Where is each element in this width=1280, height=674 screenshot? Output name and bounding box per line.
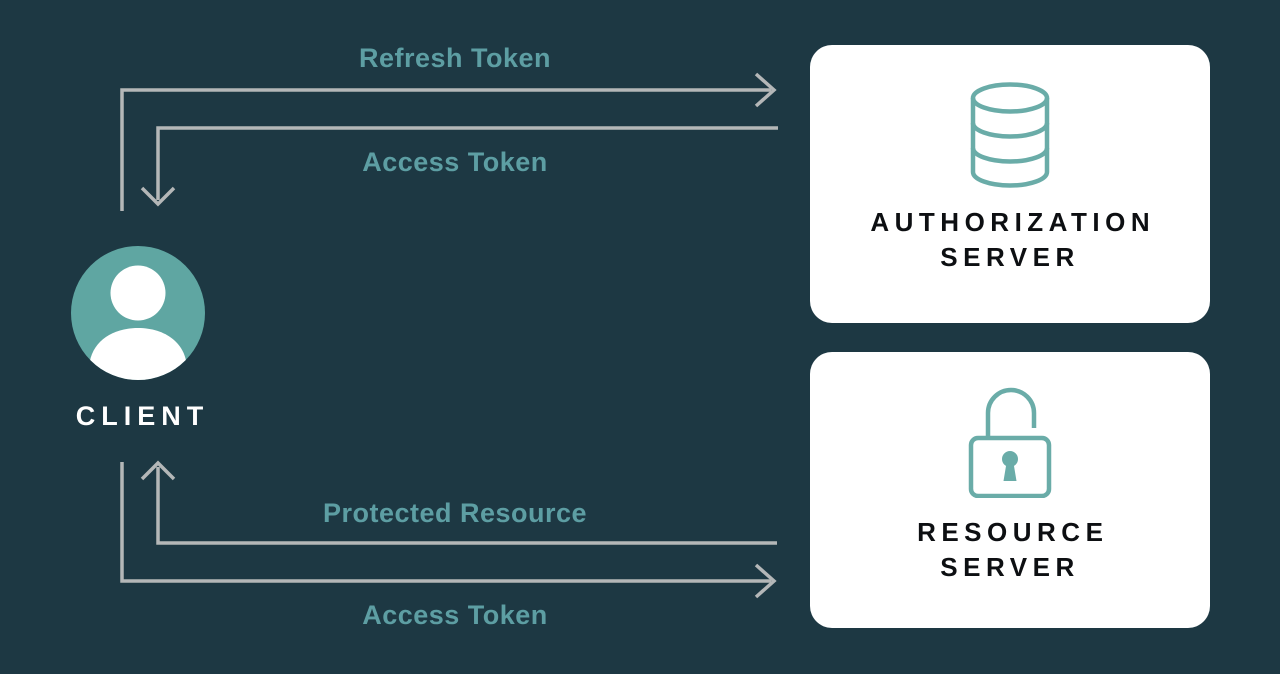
client-avatar xyxy=(71,246,205,380)
protected-resource-arrow xyxy=(140,460,777,545)
lock-icon xyxy=(968,387,1052,498)
access-token-label-bottom: Access Token xyxy=(362,600,548,630)
resource-server-card: RESOURCE SERVER xyxy=(810,352,1210,628)
client-label: CLIENT xyxy=(75,401,210,431)
access-token-label-top: Access Token xyxy=(362,147,548,177)
access-token-arrow-top xyxy=(140,126,778,207)
refresh-token-arrow xyxy=(120,72,777,211)
resource-server-title-line2: SERVER xyxy=(940,552,1080,582)
authorization-server-title-line2: SERVER xyxy=(940,242,1080,272)
authorization-server-title-line1: AUTHORIZATION xyxy=(870,207,1156,237)
access-token-arrow-bottom xyxy=(120,462,777,599)
resource-server-title-line1: RESOURCE xyxy=(917,517,1109,547)
database-icon xyxy=(970,82,1050,188)
protected-resource-label: Protected Resource xyxy=(322,498,588,528)
authorization-server-title: AUTHORIZATION SERVER xyxy=(865,205,1155,275)
refresh-token-label: Refresh Token xyxy=(358,43,552,73)
authorization-server-card: AUTHORIZATION SERVER xyxy=(810,45,1210,323)
resource-server-title: RESOURCE SERVER xyxy=(912,515,1109,585)
person-icon xyxy=(71,246,205,380)
